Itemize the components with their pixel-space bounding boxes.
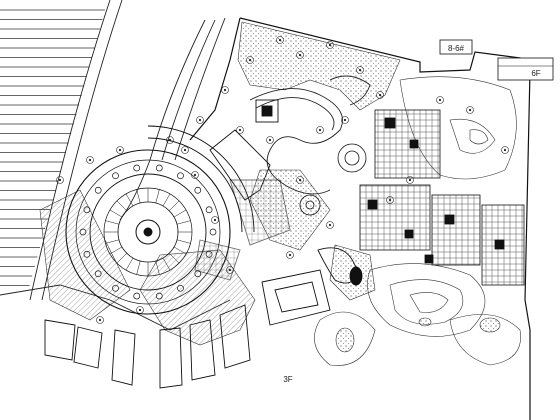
block-label-b: 6F — [497, 57, 554, 81]
curved-roads — [0, 0, 231, 331]
courtyard — [261, 269, 331, 326]
townhouse-blocks — [359, 109, 525, 286]
terrain-contours — [314, 263, 521, 366]
arc-building — [147, 125, 291, 281]
block-a-text: 8-6# — [448, 44, 465, 53]
block-label-c: 3F — [283, 375, 292, 384]
row-houses — [44, 304, 251, 389]
roundabout — [299, 143, 367, 216]
block-label-a: 8-6# — [439, 39, 473, 55]
block-b-text: 6F — [531, 69, 540, 78]
central-plaza — [65, 149, 231, 315]
street-lines — [0, 9, 105, 286]
winding-path — [249, 75, 371, 195]
block-c-text: 3F — [283, 375, 292, 384]
site-boundary — [189, 17, 531, 420]
pavilion — [255, 99, 279, 123]
tree-symbols — [56, 36, 509, 324]
planted-areas — [39, 21, 401, 346]
water-drop — [317, 247, 363, 286]
